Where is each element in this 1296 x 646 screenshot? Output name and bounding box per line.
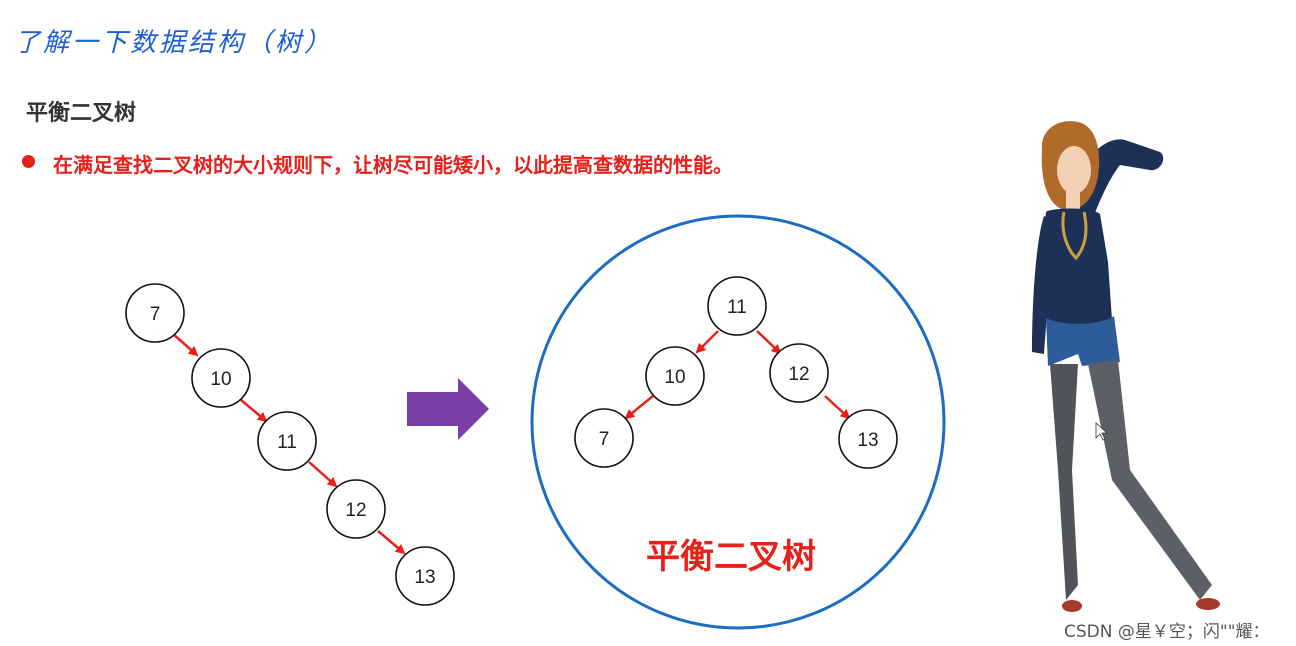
unbalanced-tree: 7 10 11 12 13 (126, 284, 454, 605)
node-7: 7 (575, 409, 633, 467)
node-label: 11 (277, 432, 297, 453)
node-11: 11 (258, 412, 316, 470)
node-label: 10 (664, 367, 685, 388)
edge-7-10 (173, 334, 197, 355)
edge-10-7 (626, 396, 653, 418)
transform-arrow-icon (407, 378, 489, 440)
node-13: 13 (396, 547, 454, 605)
node-label: 12 (345, 500, 366, 521)
balanced-tree: 11 10 12 7 13 平衡二叉树 (532, 216, 944, 628)
node-label: 10 (210, 369, 231, 390)
edge-12-13 (825, 396, 849, 418)
node-label: 11 (727, 297, 747, 318)
node-10: 10 (192, 349, 250, 407)
edge-12-13 (378, 531, 404, 553)
woman-illustration (1032, 121, 1220, 612)
balanced-tree-label: 平衡二叉树 (646, 537, 816, 577)
node-10: 10 (646, 347, 704, 405)
node-label: 13 (414, 567, 435, 588)
node-12: 12 (770, 344, 828, 402)
node-label: 12 (788, 364, 809, 385)
node-label: 13 (857, 430, 878, 451)
node-label: 7 (150, 304, 161, 325)
watermark-text: CSDN @星￥空；闪""耀： (1064, 617, 1270, 642)
edge-10-11 (241, 400, 266, 421)
node-13: 13 (839, 410, 897, 468)
node-11: 11 (708, 277, 766, 335)
edge-11-12 (757, 331, 780, 353)
node-12: 12 (327, 480, 385, 538)
edge-11-12 (309, 462, 336, 486)
node-7: 7 (126, 284, 184, 342)
edge-11-10 (697, 331, 718, 352)
node-label: 7 (599, 429, 610, 450)
